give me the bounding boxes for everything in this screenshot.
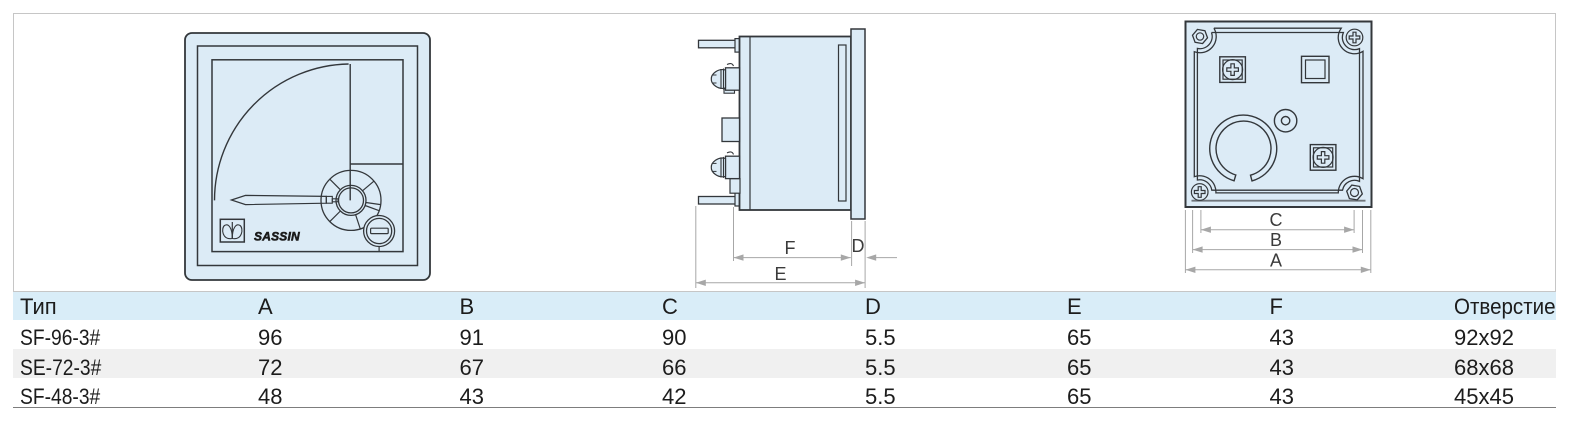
svg-text:D: D: [852, 236, 865, 256]
svg-text:C: C: [1270, 210, 1283, 230]
svg-text:A: A: [1270, 250, 1282, 270]
svg-text:F: F: [785, 238, 796, 258]
svg-text:B: B: [1270, 230, 1282, 250]
svg-text:E: E: [774, 264, 786, 284]
svg-text:SASSIN: SASSIN: [254, 230, 300, 244]
